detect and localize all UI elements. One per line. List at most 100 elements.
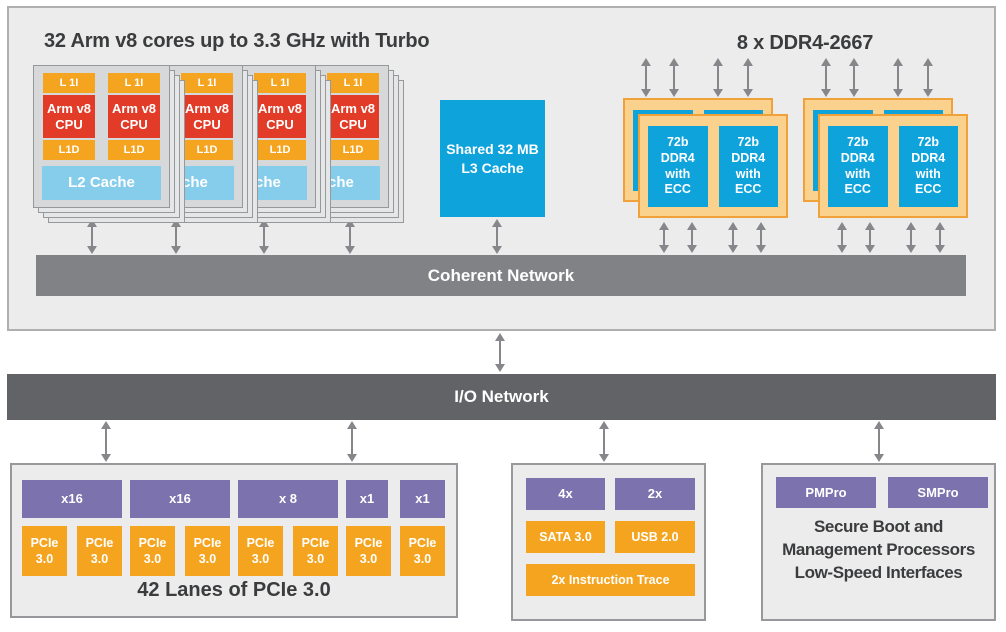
cpu-label-line2: CPU <box>339 116 367 132</box>
cpu-label-line2: CPU <box>55 116 83 132</box>
l1i-cache-box: L 1I <box>108 73 160 93</box>
cores-title: 32 Arm v8 cores up to 3.3 GHz with Turbo <box>44 30 430 52</box>
port-line: 3.0 <box>359 552 378 566</box>
ddr-line: DDR4 <box>731 150 766 165</box>
l1d-cache-box: L1D <box>43 140 95 160</box>
storage-usb-panel: 4x 2x SATA 3.0 USB 2.0 2x Instruction Tr… <box>511 463 706 621</box>
sata-lane-4x: 4x <box>526 478 605 510</box>
bidirectional-arrow <box>935 222 945 253</box>
mgmt-caption-line: Management Processors <box>782 539 975 559</box>
bidirectional-arrow <box>821 58 831 97</box>
port-line: PCIe <box>138 535 167 550</box>
ddr-line: DDR4 <box>911 150 946 165</box>
pcie-lane-x1: x1 <box>400 480 445 518</box>
bidirectional-arrow <box>641 58 651 97</box>
port-line: 3.0 <box>198 552 217 566</box>
l3-label-line1: Shared 32 MB <box>446 140 539 157</box>
port-line: PCIe <box>30 535 59 550</box>
port-line: 3.0 <box>143 552 162 566</box>
bidirectional-arrow <box>259 219 269 254</box>
bidirectional-arrow <box>837 222 847 253</box>
bidirectional-arrow <box>495 333 505 372</box>
ddr-line: 72b <box>846 135 869 150</box>
bidirectional-arrow <box>874 421 884 462</box>
port-line: 3.0 <box>251 552 270 566</box>
port-line: 3.0 <box>413 552 432 566</box>
l1d-cache-box: L1D <box>108 140 160 160</box>
bidirectional-arrow <box>849 58 859 97</box>
ddr-line: ECC <box>915 182 942 197</box>
usb-port: USB 2.0 <box>615 521 695 553</box>
pcie-port: PCIe 3.0 <box>130 526 175 576</box>
cpu-label-line1: Arm v8 <box>257 100 303 116</box>
bidirectional-arrow <box>492 219 502 254</box>
port-line: PCIe <box>301 535 330 550</box>
ddr-title: 8 x DDR4-2667 <box>736 32 874 54</box>
cpu-label-line1: Arm v8 <box>184 100 230 116</box>
usb-lane-2x: 2x <box>615 478 695 510</box>
ddr-line: with <box>915 166 941 181</box>
bidirectional-arrow <box>893 58 903 97</box>
cpu-label-line2: CPU <box>266 116 294 132</box>
pcie-port: PCIe 3.0 <box>77 526 122 576</box>
ddr-line: 72b <box>666 135 689 150</box>
pmpro-box: PMPro <box>776 477 876 508</box>
l1d-cache-box: L1D <box>327 140 379 160</box>
ddr-line: 72b <box>737 135 760 150</box>
l2-cache-box: L2 Cache <box>42 166 161 200</box>
cpu-label-line1: Arm v8 <box>46 100 92 116</box>
bidirectional-arrow <box>599 421 609 462</box>
smpro-box: SMPro <box>888 477 988 508</box>
port-line: 3.0 <box>306 552 325 566</box>
cpu-label-line1: Arm v8 <box>111 100 157 116</box>
cpu-label-line2: CPU <box>193 116 221 132</box>
port-line: PCIe <box>354 535 383 550</box>
ddr-line: 72b <box>917 135 940 150</box>
cpu-label-line2: CPU <box>120 116 148 132</box>
bidirectional-arrow <box>669 58 679 97</box>
pcie-port: PCIe 3.0 <box>293 526 338 576</box>
l1i-cache-box: L 1I <box>43 73 95 93</box>
port-line: 3.0 <box>90 552 109 566</box>
management-panel: PMPro SMPro Secure Boot and Management P… <box>761 463 996 621</box>
ddr-line: ECC <box>735 182 762 197</box>
ddr-line: ECC <box>664 182 691 197</box>
l1i-cache-box: L 1I <box>254 73 306 93</box>
mgmt-caption-line: Low-Speed Interfaces <box>794 562 963 582</box>
ddr-line: with <box>845 166 871 181</box>
ddr-line: with <box>735 166 761 181</box>
l3-cache-box: Shared 32 MB L3 Cache <box>440 100 545 217</box>
bidirectional-arrow <box>743 58 753 97</box>
pcie-lane-x16: x16 <box>22 480 122 518</box>
l1i-cache-box: L 1I <box>181 73 233 93</box>
l1i-cache-box: L 1I <box>327 73 379 93</box>
ddr-line: DDR4 <box>660 150 695 165</box>
l1d-cache-box: L1D <box>254 140 306 160</box>
pcie-lane-x1: x1 <box>346 480 388 518</box>
bidirectional-arrow <box>756 222 766 253</box>
bidirectional-arrow <box>923 58 933 97</box>
l1d-cache-box: L1D <box>181 140 233 160</box>
bidirectional-arrow <box>906 222 916 253</box>
bidirectional-arrow <box>687 222 697 253</box>
pcie-port: PCIe 3.0 <box>346 526 391 576</box>
mgmt-caption: Secure Boot and Management Processors Lo… <box>763 516 994 585</box>
port-line: PCIe <box>85 535 114 550</box>
